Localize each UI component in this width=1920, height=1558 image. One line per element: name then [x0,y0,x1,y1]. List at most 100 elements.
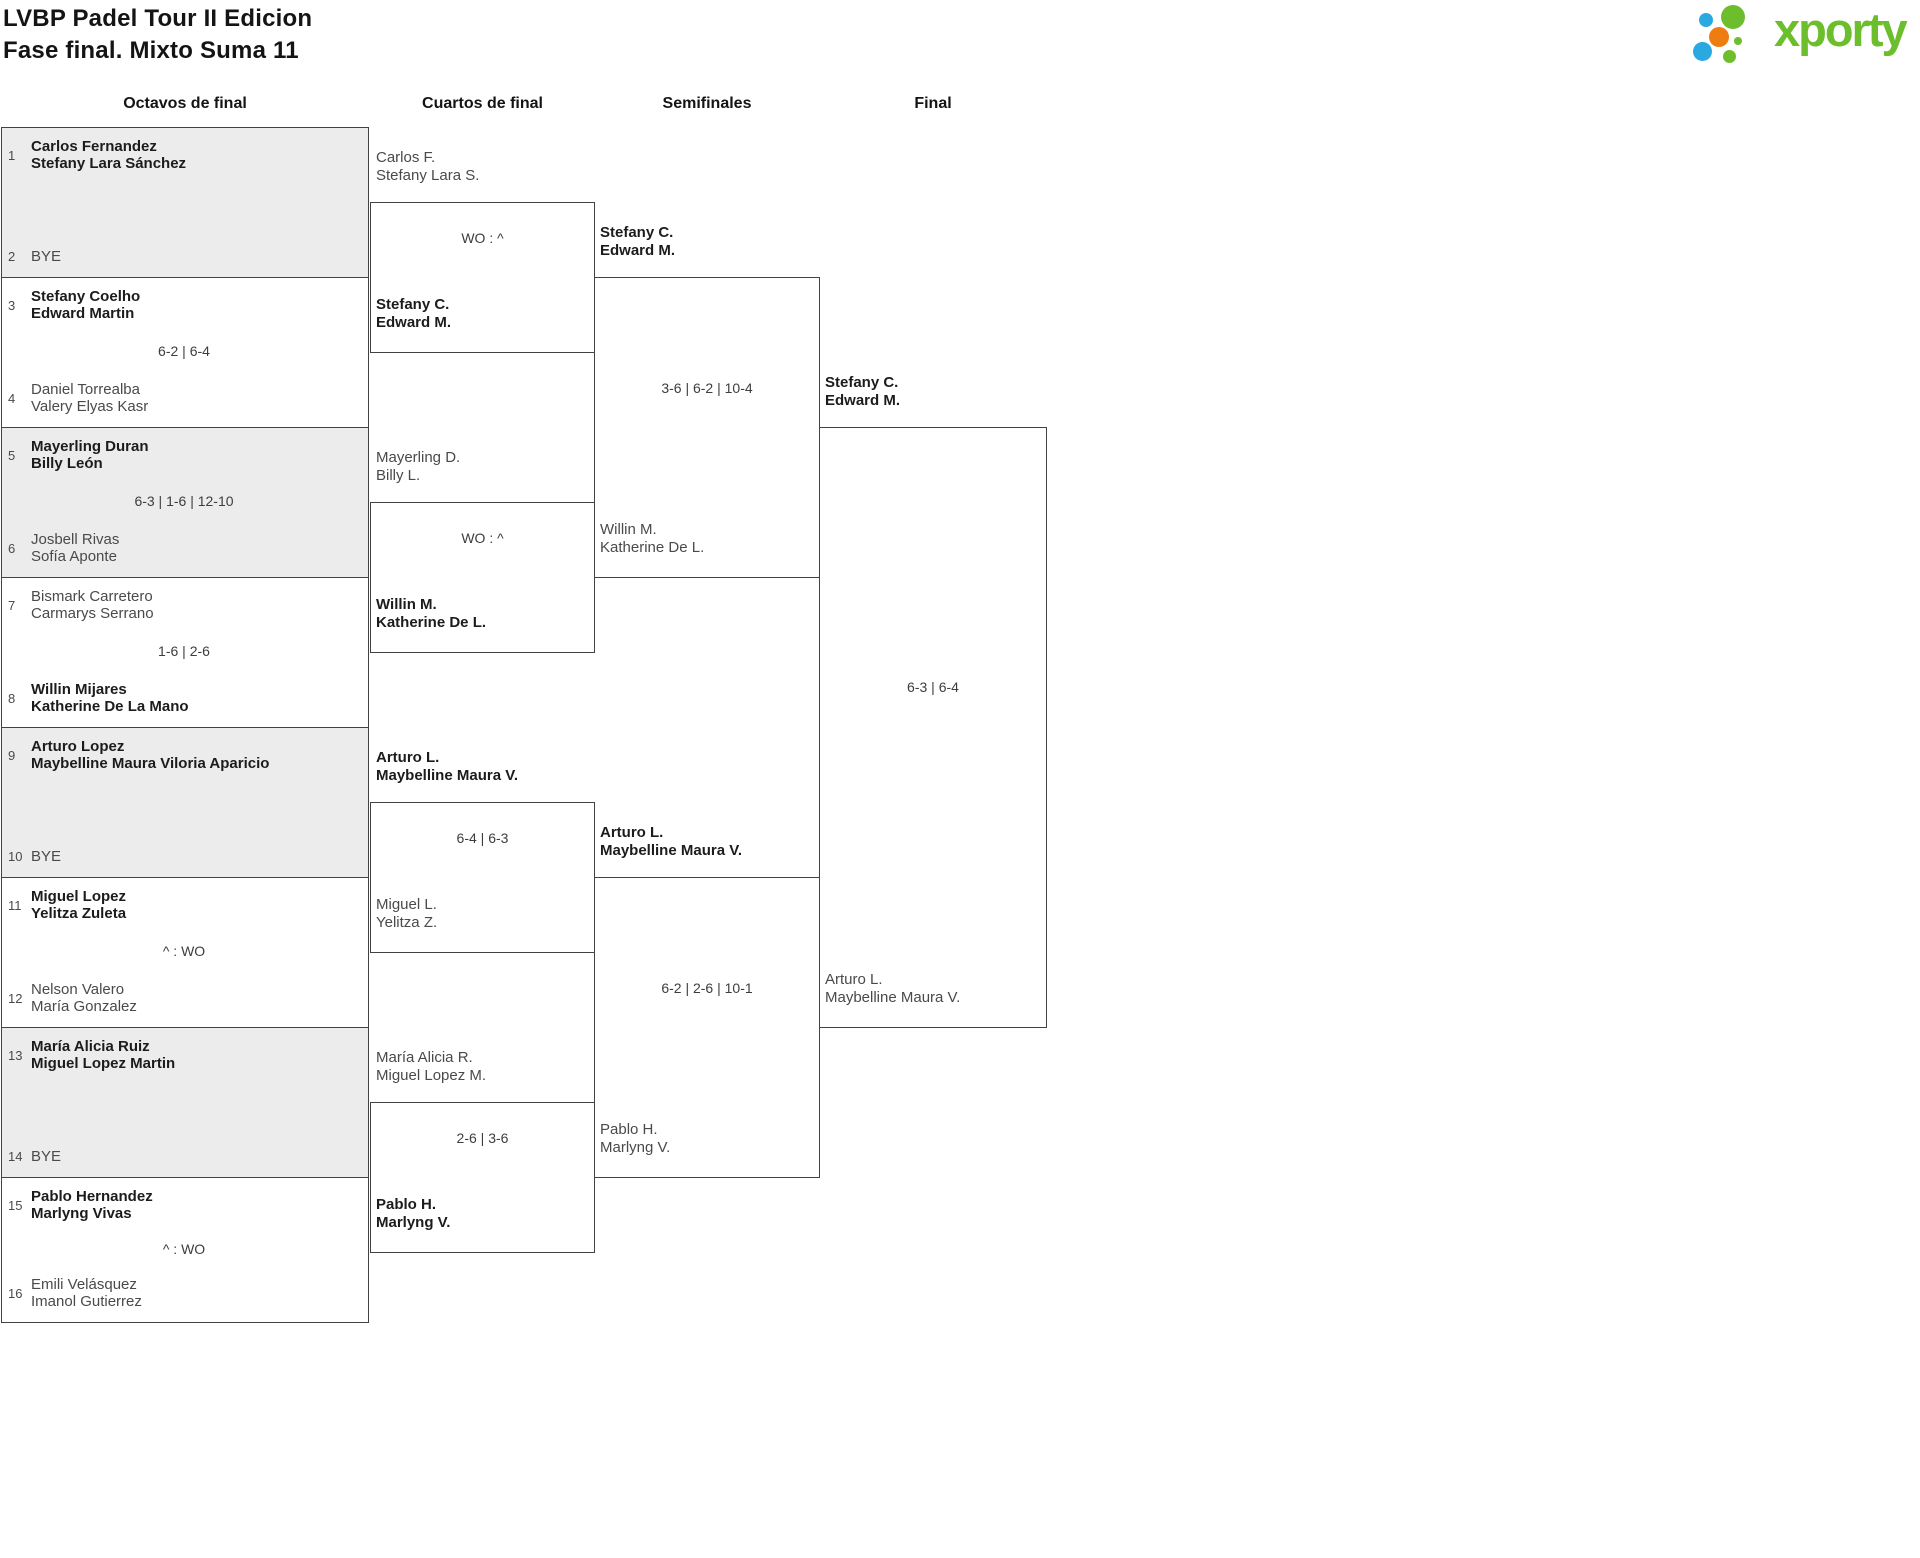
match-score: 6-2 | 6-4 [158,343,210,359]
player-name: Mayerling D. [376,449,461,466]
player-name: Valery Elyas Kasr [31,398,149,415]
player-name: Edward M. [825,392,901,409]
player-name: BYE [31,1148,62,1165]
player-name: Billy L. [376,467,421,484]
upper-team-label: María Alicia R. Miguel Lopez M. [376,1049,486,1085]
match-score: ^ : WO [162,943,206,959]
player-name: Carlos Fernandez [31,138,157,155]
lower-team-label: Pablo H. Marlyng V. [376,1196,450,1232]
team-row: 9 Arturo Lopez Maybelline Maura Viloria … [8,738,360,772]
match-box-cuartos-1[interactable]: Carlos F. Stefany Lara S. WO : ^ Stefany… [370,149,595,353]
player-name: María Alicia Ruiz [31,1038,150,1055]
match-box-octavos-6[interactable]: 11 Miguel Lopez Yelitza Zuleta ^ : WO 12… [1,877,369,1028]
xporty-logo[interactable]: xporty [1690,2,1920,64]
seed-number: 9 [8,747,16,763]
player-name: Yelitza Z. [376,914,438,931]
team-row: 12 Nelson Valero María Gonzalez [8,981,360,1015]
lower-team-label: Willin M. Katherine De L. [376,596,486,632]
logo-dot-icon [1709,27,1729,47]
match-score: 6-3 | 6-4 [907,679,959,695]
player-name: Josbell Rivas [31,531,120,548]
player-name: Daniel Torrealba [31,381,140,398]
player-name: Katherine De La Mano [31,698,189,715]
team-row: 3 Stefany Coelho Edward Martin [8,288,360,322]
match-box-final[interactable]: Stefany C. Edward M. 6-3 | 6-4 Arturo L.… [819,374,1047,1028]
team-row: 16 Emili Velásquez Imanol Gutierrez [8,1276,360,1310]
player-name: Emili Velásquez [31,1276,137,1293]
player-name: Carlos F. [376,149,436,166]
player-name: Willin M. [600,521,657,538]
team-row: 6 Josbell Rivas Sofía Aponte [8,531,360,565]
logo-dot-icon [1693,42,1712,61]
player-name: Carmarys Serrano [31,605,154,622]
seed-number: 4 [8,390,16,406]
match-score: 6-3 | 1-6 | 12-10 [134,493,234,509]
match-score: 3-6 | 6-2 | 10-4 [661,380,753,396]
match-box-semifinal-1[interactable]: Stefany C. Edward M. 3-6 | 6-2 | 10-4 Wi… [594,224,820,578]
player-name: María Alicia R. [376,1049,473,1066]
player-name: María Gonzalez [31,998,137,1015]
match-score: 1-6 | 2-6 [158,643,210,659]
match-score: ^ : WO [162,1240,206,1257]
match-box-octavos-5[interactable]: 9 Arturo Lopez Maybelline Maura Viloria … [1,727,369,878]
player-name: Miguel Lopez M. [376,1067,487,1084]
team-row: 8 Willin Mijares Katherine De La Mano [8,681,360,715]
match-box-semifinal-2[interactable]: Arturo L. Maybelline Maura V. 6-2 | 2-6 … [594,824,820,1178]
team-names: Pablo Hernandez Marlyng Vivas [31,1188,153,1222]
player-name: Edward M. [376,314,452,331]
match-box-octavos-1[interactable]: 1 Carlos Fernandez Stefany Lara Sánchez … [1,127,369,278]
lower-team-label: Willin M. Katherine De L. [600,521,704,557]
match-box-cuartos-4[interactable]: María Alicia R. Miguel Lopez M. 2-6 | 3-… [370,1049,595,1253]
seed-number: 8 [8,690,16,706]
logo-dot-icon [1723,50,1736,63]
player-name: Maybelline Maura V. [376,767,519,784]
seed-number: 14 [8,1149,23,1164]
lower-team-label: Stefany C. Edward M. [376,296,451,332]
team-row: 10 BYE [8,848,360,865]
player-name: Sofía Aponte [31,548,117,565]
round-header-octavos: Octavos de final [123,95,247,112]
team-row: 11 Miguel Lopez Yelitza Zuleta [8,888,360,922]
upper-team-label: Carlos F. Stefany Lara S. [376,149,479,185]
seed-number: 7 [8,597,16,613]
upper-team-label: Mayerling D. Billy L. [376,449,460,485]
team-row: 7 Bismark Carretero Carmarys Serrano [8,588,360,622]
seed-number: 2 [8,249,16,264]
player-name: Maybelline Maura V. [825,989,961,1006]
lower-team-label: Arturo L. Maybelline Maura V. [825,971,960,1007]
player-name: Katherine De L. [376,614,487,631]
match-box-cuartos-2[interactable]: Mayerling D. Billy L. WO : ^ Willin M. K… [370,449,595,653]
upper-team-label: Arturo L. Maybelline Maura V. [600,824,742,860]
team-row: 14 BYE [8,1148,360,1165]
player-name: Miguel Lopez Martin [31,1055,176,1072]
round-header-semifinales: Semifinales [662,95,752,112]
match-score: WO : ^ [461,530,504,546]
page-title: LVBP Padel Tour II Edicion Fase final. M… [3,3,312,67]
team-names: María Alicia Ruiz Miguel Lopez Martin [31,1038,175,1072]
match-box-octavos-2[interactable]: 3 Stefany Coelho Edward Martin 6-2 | 6-4… [1,277,369,428]
player-name: Marlyng V. [376,1214,451,1231]
match-box-cuartos-3[interactable]: Arturo L. Maybelline Maura V. 6-4 | 6-3 … [370,749,595,953]
seed-number: 10 [8,849,23,864]
match-box-octavos-7[interactable]: 13 María Alicia Ruiz Miguel Lopez Martin… [1,1027,369,1178]
seed-number: 11 [8,897,22,913]
team-names: Arturo Lopez Maybelline Maura Viloria Ap… [31,738,269,772]
match-box-octavos-8[interactable]: 15 Pablo Hernandez Marlyng Vivas ^ : WO … [1,1177,369,1323]
lower-team-label: Miguel L. Yelitza Z. [376,896,437,932]
match-box-octavos-3[interactable]: 5 Mayerling Duran Billy León 6-3 | 1-6 |… [1,427,369,578]
seed-number: 6 [8,540,16,556]
match-box-octavos-4[interactable]: 7 Bismark Carretero Carmarys Serrano 1-6… [1,577,369,728]
team-names: BYE [31,848,61,865]
team-row: 15 Pablo Hernandez Marlyng Vivas [8,1188,360,1222]
player-name: Maybelline Maura Viloria Aparicio [31,755,270,772]
player-name: Arturo L. [600,824,664,841]
team-row: 1 Carlos Fernandez Stefany Lara Sánchez [8,138,360,172]
player-name: Imanol Gutierrez [31,1293,142,1310]
match-score: 2-6 | 3-6 [456,1130,509,1146]
tournament-name: LVBP Padel Tour II Edicion [3,5,313,32]
match-score [8,202,360,219]
team-names: Miguel Lopez Yelitza Zuleta [31,888,126,922]
player-name: Edward Martin [31,305,135,322]
player-name: Willin M. [376,596,437,613]
